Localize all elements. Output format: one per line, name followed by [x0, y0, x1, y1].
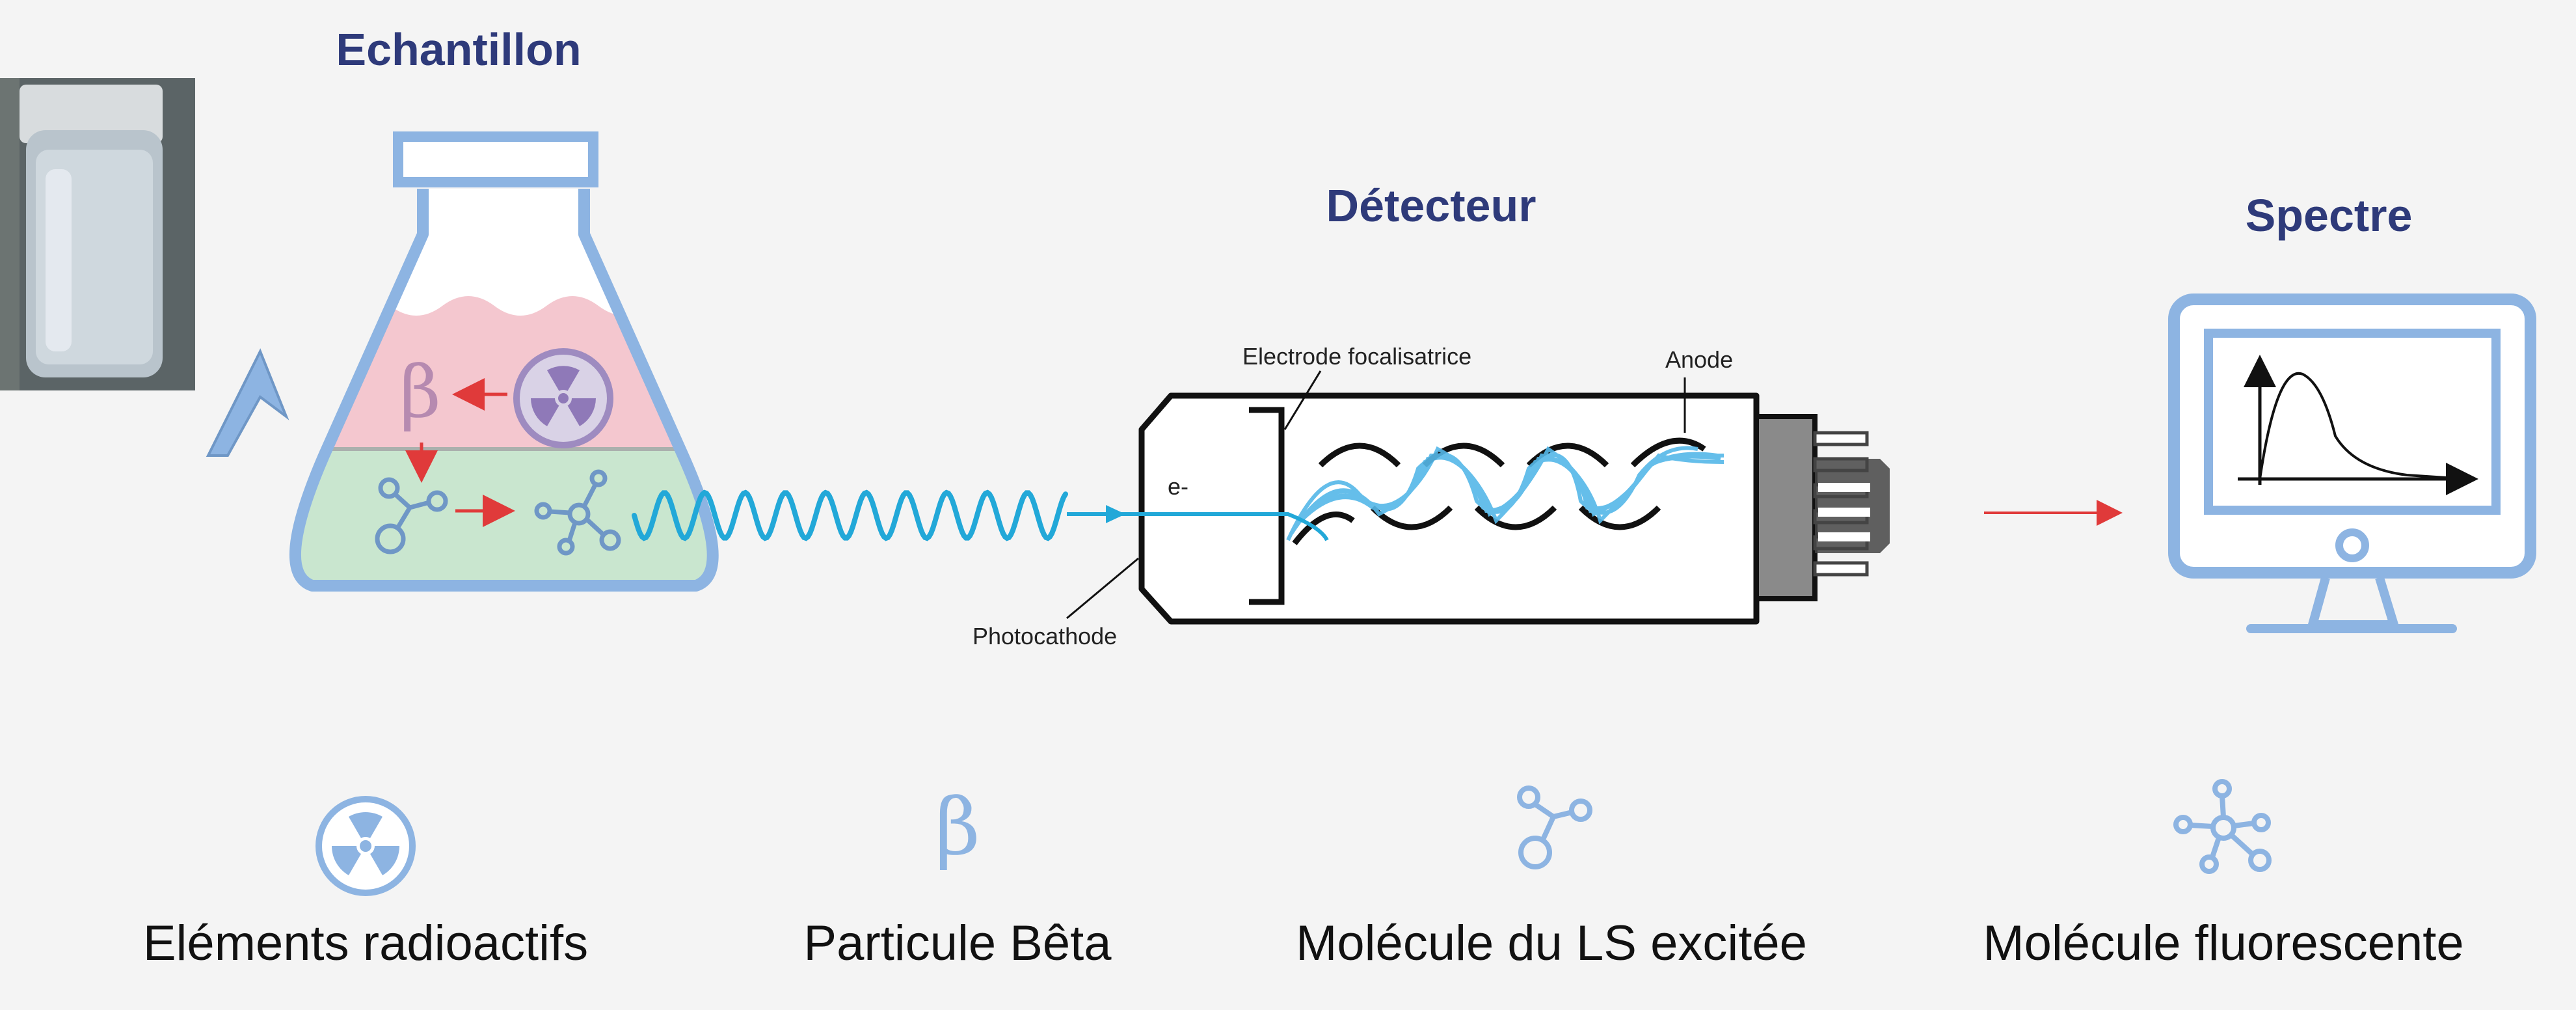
- legend-label-beta: Particule Bêta: [803, 916, 1112, 971]
- legend: Eléments radioactifs β Particule Bêta Mo…: [143, 779, 2464, 971]
- legend-excited-molecule-icon: [1517, 785, 1592, 869]
- legend-radiation-icon: [315, 796, 416, 896]
- spectrum-title: Spectre: [2246, 190, 2413, 241]
- sample-title: Echantillon: [336, 24, 581, 75]
- detector-title: Détecteur: [1326, 180, 1536, 231]
- legend-label-radioactive: Eléments radioactifs: [143, 916, 588, 971]
- spectrum-curve: [2259, 372, 2447, 480]
- radiation-icon: [513, 348, 613, 448]
- flask-beta-symbol: β: [399, 350, 441, 433]
- electron-cascade: [1286, 446, 1724, 541]
- focus-electrode-label: Electrode focalisatrice: [1242, 343, 1471, 370]
- legend-beta-icon: β: [935, 782, 980, 873]
- spectrum-monitor: [2168, 293, 2536, 633]
- legend-label-fluorescent: Molécule fluorescente: [1983, 916, 2463, 971]
- chevron-pointer-icon: [206, 348, 289, 457]
- photocathode-label: Photocathode: [973, 623, 1117, 649]
- excited-molecule-icon: [375, 477, 448, 554]
- photomultiplier-tube: [1066, 370, 1890, 625]
- fluorescent-molecule-icon: [534, 469, 621, 556]
- legend-label-excited: Molécule du LS excitée: [1296, 916, 1807, 971]
- legend-fluorescent-molecule-icon: [2173, 779, 2272, 874]
- electron-label: e-: [1168, 473, 1188, 500]
- anode-label: Anode: [1665, 346, 1733, 373]
- photon-wave: [632, 489, 1068, 541]
- sample-vial-photo: [0, 78, 195, 390]
